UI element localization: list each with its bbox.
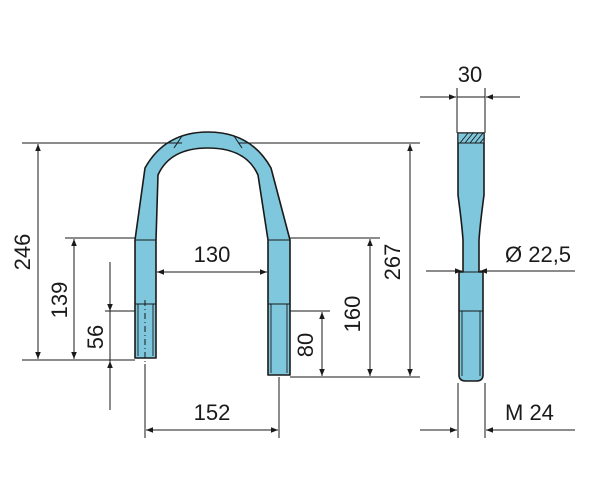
u-bolt-front-view [134, 131, 291, 376]
label-267: 267 [380, 244, 405, 281]
label-80: 80 [293, 333, 318, 357]
label-130: 130 [194, 242, 231, 267]
label-246: 246 [10, 234, 35, 271]
label-56: 56 [83, 325, 108, 349]
label-diameter: Ø 22,5 [505, 242, 571, 267]
u-bolt-side-view [420, 88, 575, 438]
label-160: 160 [340, 296, 365, 333]
label-139: 139 [47, 282, 72, 319]
dimension-lines [35, 144, 413, 433]
dimension-labels: 246 139 56 130 160 80 267 152 30 Ø 22,5 … [10, 62, 571, 425]
top-band-lines [173, 135, 243, 149]
label-30: 30 [458, 62, 482, 87]
u-bolt-body [134, 131, 291, 376]
label-152: 152 [194, 400, 231, 425]
label-thread-size: M 24 [505, 400, 554, 425]
extension-lines [22, 142, 420, 438]
side-view-body [457, 132, 485, 382]
side-top-hatch [459, 132, 485, 144]
